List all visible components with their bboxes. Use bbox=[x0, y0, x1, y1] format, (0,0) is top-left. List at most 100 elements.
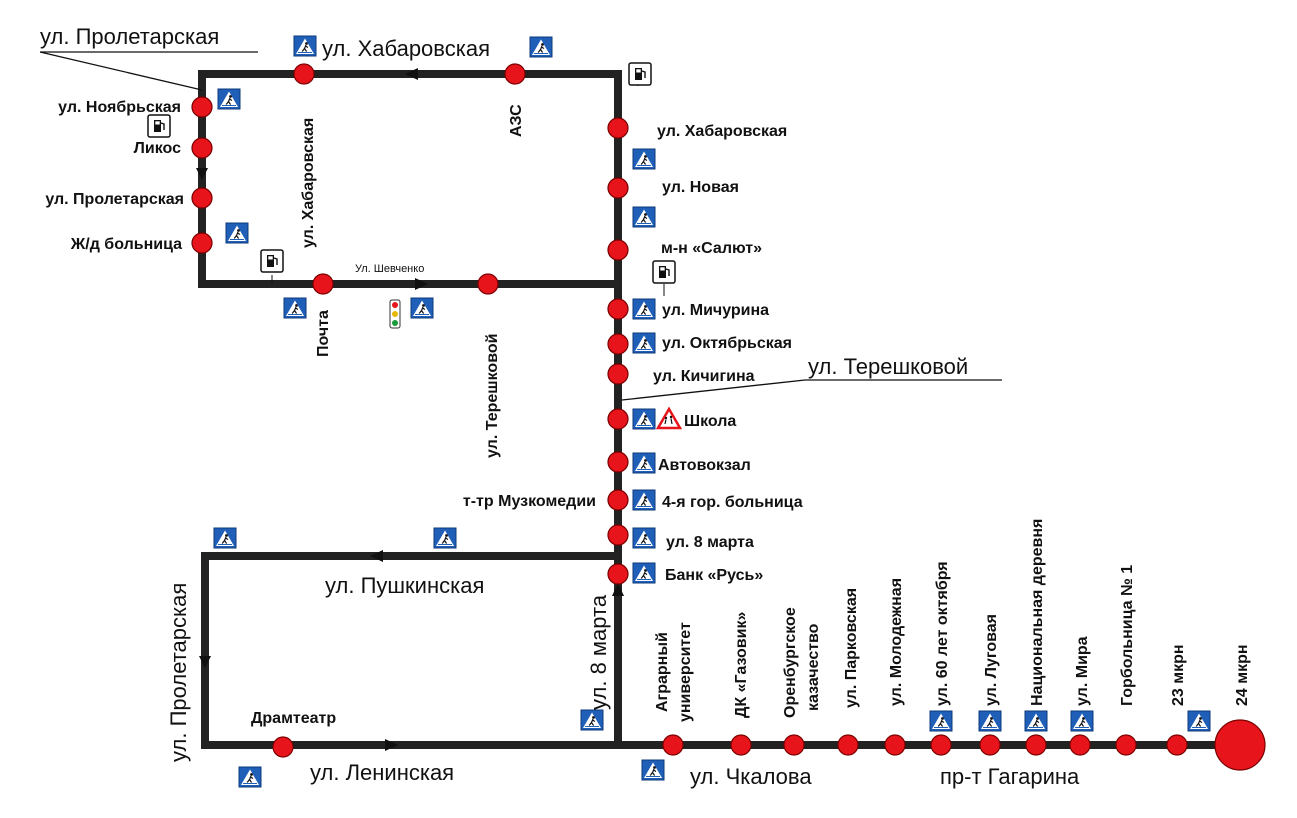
stop-label: Аграрный bbox=[654, 632, 671, 712]
stop-marker[interactable] bbox=[607, 117, 629, 139]
stop-marker[interactable] bbox=[191, 232, 213, 254]
arrow-down bbox=[196, 168, 208, 180]
pedestrian-crossing-icon bbox=[410, 297, 434, 319]
street-label-shevchenko: Ул. Шевченко bbox=[355, 263, 424, 275]
stop-marker[interactable] bbox=[607, 408, 629, 430]
terminal-stop-marker[interactable] bbox=[1214, 719, 1266, 771]
stop-marker[interactable] bbox=[607, 298, 629, 320]
street-label-proletarskaya: ул. Пролетарская bbox=[40, 24, 219, 49]
street-label-pushkinskaya: ул. Пушкинская bbox=[325, 573, 484, 598]
stop-label: м-н «Салют» bbox=[661, 240, 762, 257]
stop-label: т-тр Музкомедии bbox=[463, 493, 596, 510]
pedestrian-crossing-icon bbox=[283, 297, 307, 319]
stop-label: Автовокзал bbox=[658, 457, 751, 474]
route-loop-north bbox=[198, 70, 622, 288]
traffic-light-icon bbox=[389, 299, 401, 329]
stop-marker[interactable] bbox=[293, 63, 315, 85]
stop-label: Драмтеатр bbox=[251, 710, 336, 727]
stop-label: ул. Луговая bbox=[983, 614, 1000, 706]
stop-marker[interactable] bbox=[607, 451, 629, 473]
pedestrian-crossing-icon bbox=[433, 527, 457, 549]
stop-label: ул. Пролетарская bbox=[45, 191, 184, 208]
stop-label: Оренбургское bbox=[782, 607, 799, 718]
direction-arrows bbox=[196, 68, 624, 751]
stop-label: Горбольница № 1 bbox=[1119, 565, 1136, 706]
stop-marker[interactable] bbox=[783, 734, 805, 756]
stop-marker[interactable] bbox=[607, 363, 629, 385]
stop-label: 4-я гор. больница bbox=[662, 494, 803, 511]
pedestrian-crossing-icon bbox=[632, 452, 656, 474]
stop-marker[interactable] bbox=[191, 137, 213, 159]
stop-label: Ж/д больница bbox=[70, 236, 182, 253]
stop-label: университет bbox=[677, 622, 694, 722]
stop-label: Ликос bbox=[134, 140, 181, 157]
stop-marker[interactable] bbox=[607, 333, 629, 355]
stop-label: ул. Парковская bbox=[843, 588, 860, 708]
street-label-leninskaya: ул. Ленинская bbox=[310, 760, 454, 785]
stop-marker[interactable] bbox=[504, 63, 526, 85]
pedestrian-crossing-icon bbox=[632, 298, 656, 320]
stop-label: Школа bbox=[684, 413, 736, 430]
stop-marker[interactable] bbox=[662, 734, 684, 756]
street-label-chkalova: ул. Чкалова bbox=[690, 764, 812, 789]
pedestrian-crossing-icon bbox=[929, 710, 953, 732]
pedestrian-crossing-icon bbox=[978, 710, 1002, 732]
stop-label: ул. Мира bbox=[1074, 636, 1091, 706]
stop-marker[interactable] bbox=[607, 239, 629, 261]
stop-marker[interactable] bbox=[1115, 734, 1137, 756]
pedestrian-crossing-icon bbox=[1024, 710, 1048, 732]
stop-marker[interactable] bbox=[477, 273, 499, 295]
stop-marker[interactable] bbox=[930, 734, 952, 756]
arrow-left bbox=[370, 550, 383, 562]
stop-marker[interactable] bbox=[1166, 734, 1188, 756]
stop-marker[interactable] bbox=[272, 736, 294, 758]
stop-marker[interactable] bbox=[607, 524, 629, 546]
stop-marker[interactable] bbox=[607, 563, 629, 585]
stop-marker[interactable] bbox=[607, 177, 629, 199]
crosswalk-icons bbox=[213, 35, 1211, 788]
pedestrian-crossing-icon bbox=[213, 527, 237, 549]
stop-marker[interactable] bbox=[1025, 734, 1047, 756]
stop-label: ул. Мичурина bbox=[662, 302, 769, 319]
stop-marker[interactable] bbox=[607, 489, 629, 511]
stop-marker[interactable] bbox=[730, 734, 752, 756]
fuel-station-icon bbox=[628, 62, 652, 86]
street-label-8-marta-vertical: ул. 8 марта bbox=[586, 594, 611, 710]
stop-label: казачество bbox=[805, 623, 822, 711]
stop-marker[interactable] bbox=[884, 734, 906, 756]
arrow-down bbox=[199, 656, 211, 668]
stop-label: ул. 60 лет октября bbox=[934, 561, 951, 706]
stop-label: 23 мкрн bbox=[1170, 644, 1187, 706]
pedestrian-crossing-icon bbox=[1187, 710, 1211, 732]
pedestrian-crossing-icon bbox=[217, 88, 241, 110]
route-loop-south bbox=[201, 552, 622, 749]
street-label-tereshkovoy-vertical: ул. Терешковой bbox=[484, 334, 501, 458]
stops bbox=[191, 63, 1266, 771]
pedestrian-crossing-icon bbox=[580, 709, 604, 731]
stop-label: ДК «Газовик» bbox=[733, 612, 750, 718]
children-warning-icon bbox=[656, 407, 682, 430]
street-label-tereshkovoy: ул. Терешковой bbox=[808, 354, 968, 379]
stop-marker[interactable] bbox=[191, 187, 213, 209]
fuel-station-icon bbox=[147, 114, 171, 138]
stop-label: ул. 8 марта bbox=[666, 534, 754, 551]
pedestrian-crossing-icon bbox=[293, 35, 317, 57]
pedestrian-crossing-icon bbox=[632, 332, 656, 354]
stop-marker[interactable] bbox=[837, 734, 859, 756]
pedestrian-crossing-icon bbox=[632, 148, 656, 170]
street-label-khabarovskaya-vertical: ул. Хабаровская bbox=[300, 118, 317, 248]
stop-label: ул. Ноябрьская bbox=[58, 99, 181, 116]
pedestrian-crossing-icon bbox=[238, 766, 262, 788]
stop-marker[interactable] bbox=[191, 96, 213, 118]
arrow-up bbox=[612, 583, 624, 596]
arrow-right bbox=[415, 278, 428, 290]
stop-marker[interactable] bbox=[1069, 734, 1091, 756]
stop-label: АЗС bbox=[508, 104, 525, 137]
stop-marker[interactable] bbox=[979, 734, 1001, 756]
stop-label: Банк «Русь» bbox=[665, 567, 763, 584]
stop-label: Почта bbox=[315, 310, 332, 357]
stop-marker[interactable] bbox=[312, 273, 334, 295]
pedestrian-crossing-icon bbox=[632, 206, 656, 228]
callout-line bbox=[39, 51, 203, 91]
